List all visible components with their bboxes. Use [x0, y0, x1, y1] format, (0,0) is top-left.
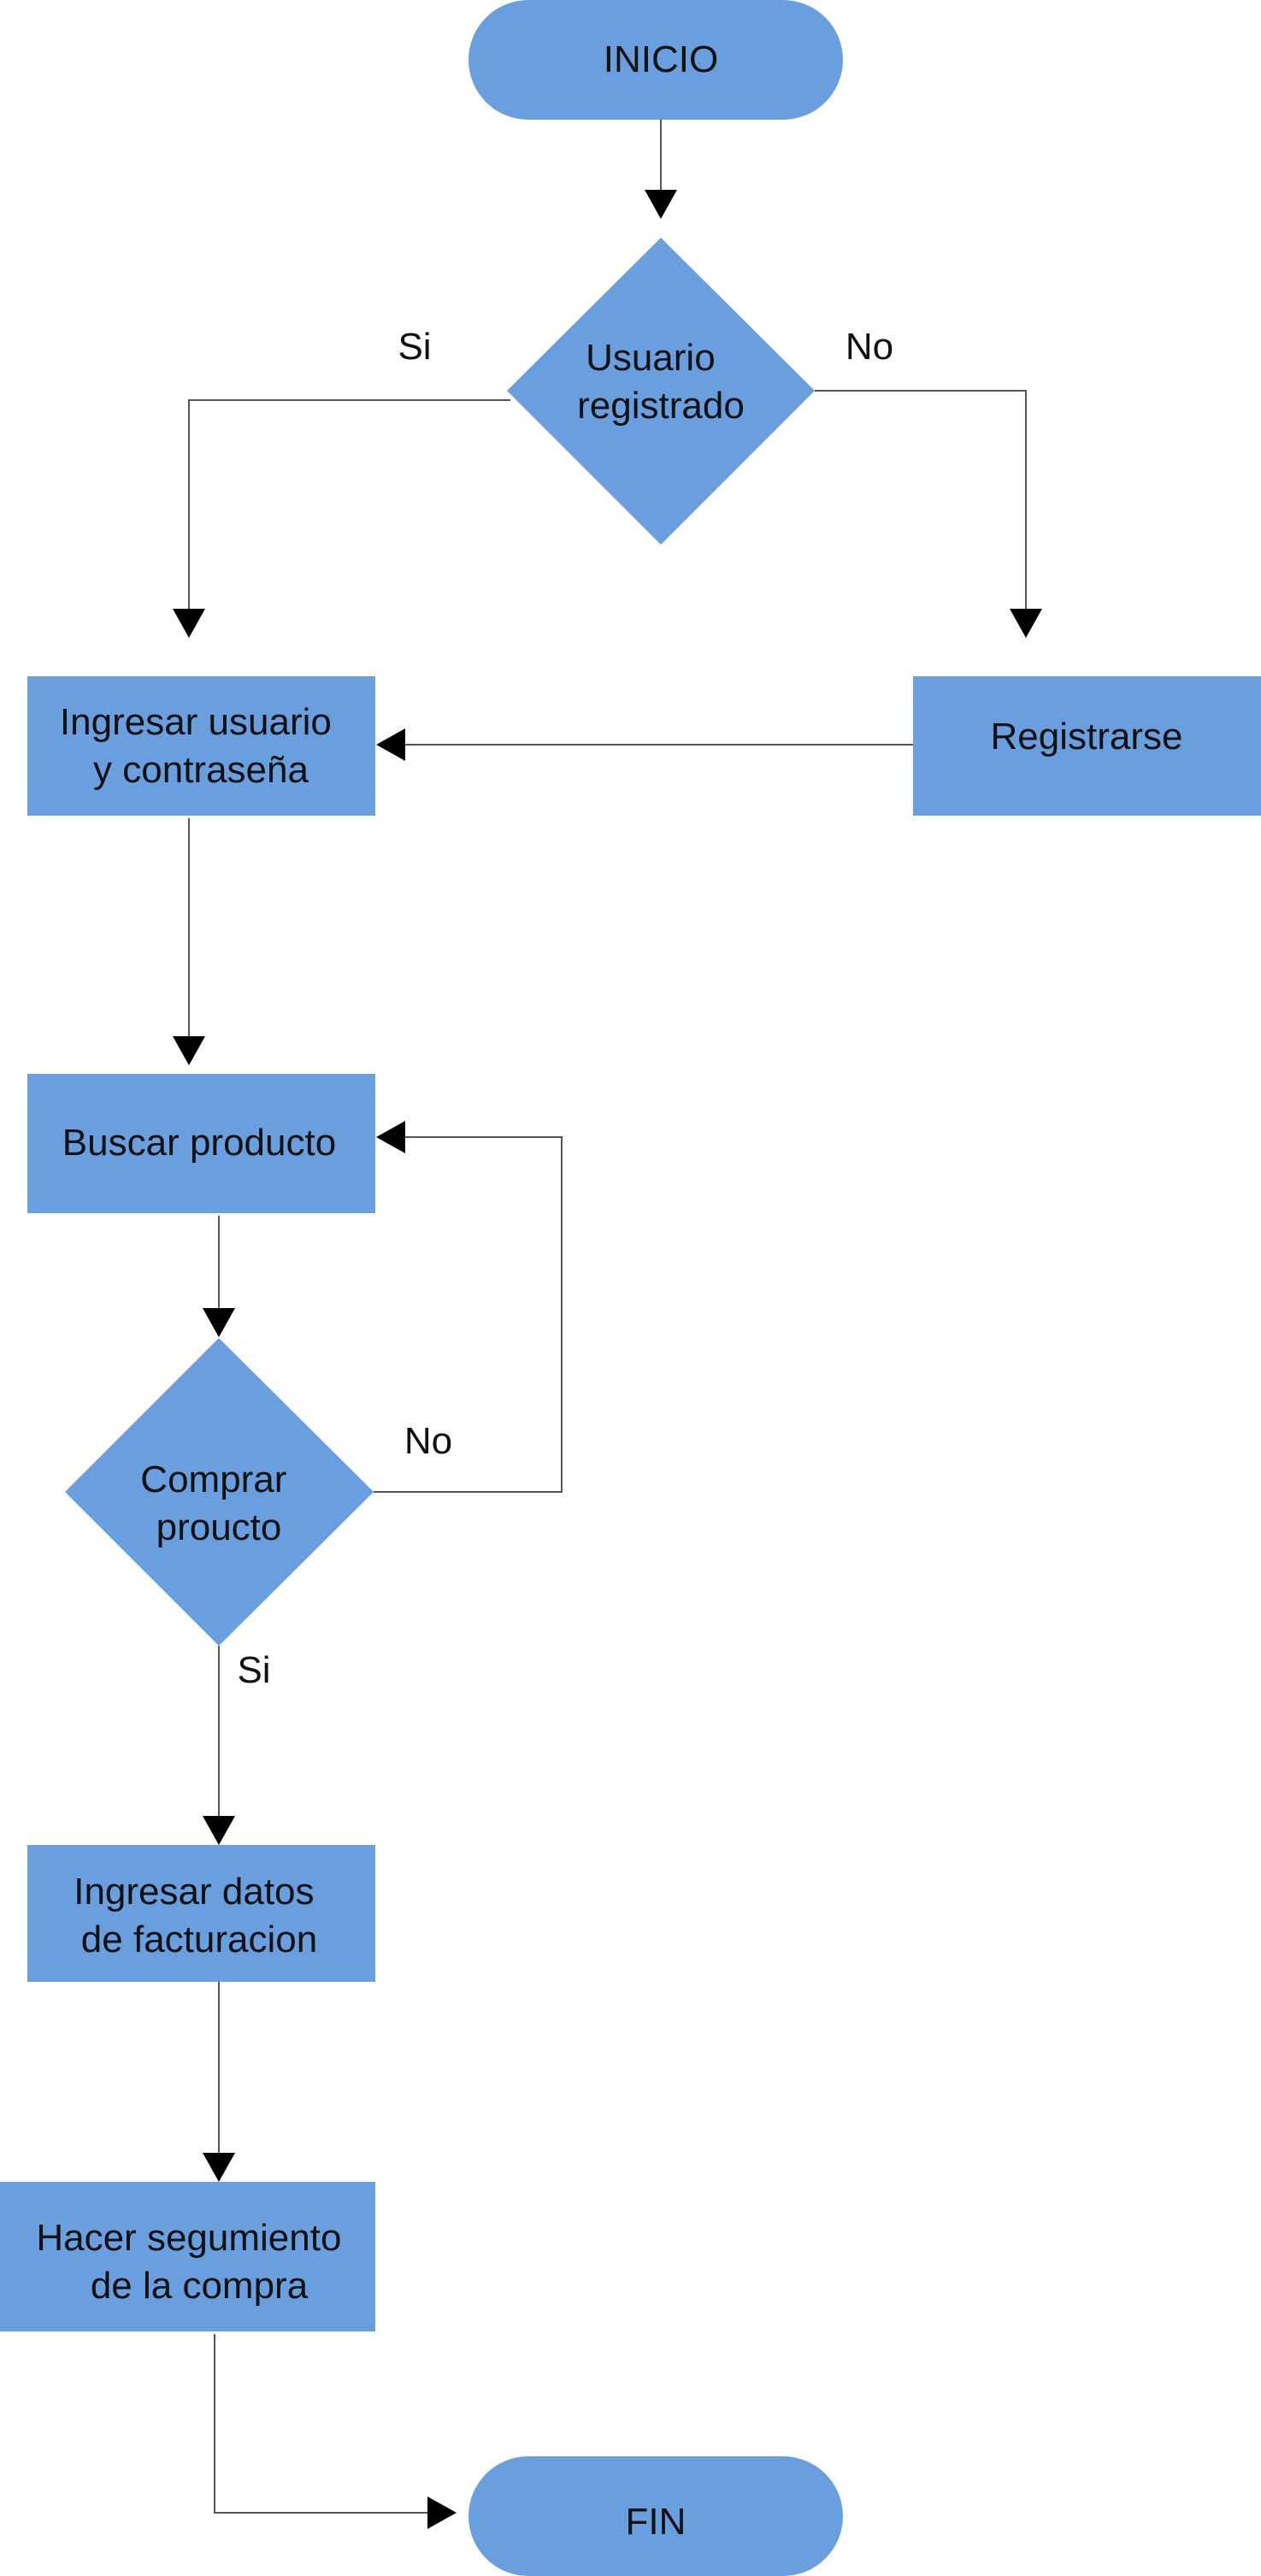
edge-registrado-si	[188, 399, 510, 609]
svg-text:Ingresar usuario y con: Ingresar usuario y contraseña	[60, 701, 342, 791]
node-ingresar-usuario: Ingresar usuario y contraseña	[27, 676, 375, 816]
svg-text:Hacer segumiento de la: Hacer segumiento de la compra	[36, 2217, 351, 2307]
edge-label-registrado-no: No	[846, 326, 893, 368]
node-label: y contraseña	[93, 749, 309, 791]
node-label: FIN	[626, 2501, 686, 2543]
decision-usuario-registrado: Usuario registrado	[507, 238, 815, 545]
arrowhead-icon	[1010, 609, 1042, 638]
edge-comprar-no-loop	[374, 1136, 563, 1493]
node-label: Comprar	[140, 1459, 286, 1500]
svg-text:Buscar producto: Buscar producto	[62, 1122, 336, 1164]
node-buscar-producto: Buscar producto	[27, 1074, 375, 1213]
edge-labels: Si No No Si	[237, 326, 893, 1691]
node-label: de la compra	[91, 2265, 309, 2307]
node-label: Registrarse	[991, 716, 1183, 757]
node-label: Buscar producto	[62, 1122, 336, 1164]
arrowhead-icon	[427, 2496, 457, 2529]
node-label: INICIO	[604, 38, 718, 80]
arrowhead-icon	[376, 728, 405, 761]
node-label: Usuario	[586, 337, 716, 379]
node-inicio: INICIO	[468, 0, 843, 120]
node-label: Ingresar usuario	[60, 701, 332, 743]
node-label: de facturacion	[81, 1919, 317, 1960]
svg-text:Usuario registrado: Usuario registrado	[577, 337, 745, 427]
node-label: Ingresar datos	[74, 1871, 314, 1913]
svg-text:FIN: FIN	[626, 2501, 686, 2543]
arrowhead-icon	[376, 1121, 405, 1153]
edge-label-comprar-no: No	[404, 1420, 452, 1462]
svg-text:Comprar proucto: Comprar proucto	[140, 1459, 297, 1548]
node-label: Hacer segumiento	[36, 2217, 341, 2259]
arrowhead-icon	[203, 2153, 235, 2182]
edge-seguimiento-to-fin	[214, 2334, 427, 2514]
edge-label-comprar-si: Si	[237, 1649, 270, 1691]
node-hacer-seguimiento: Hacer segumiento de la compra	[0, 2182, 375, 2331]
node-ingresar-datos: Ingresar datos de facturacion	[27, 1845, 375, 1982]
edge-registrado-no	[815, 390, 1027, 609]
node-label: proucto	[156, 1506, 282, 1548]
connectors	[173, 120, 1042, 2529]
edge-label-registrado-si: Si	[398, 326, 431, 368]
arrowhead-icon	[173, 1036, 205, 1065]
arrowhead-icon	[203, 1308, 235, 1337]
svg-text:Registrarse: Registrarse	[991, 716, 1183, 757]
svg-text:Ingresar datos de fact: Ingresar datos de facturacion	[74, 1871, 325, 1960]
arrowhead-icon	[173, 609, 205, 638]
node-registrarse: Registrarse	[913, 676, 1261, 816]
decision-comprar-producto: Comprar proucto	[65, 1338, 374, 1646]
node-fin: FIN	[468, 2456, 843, 2576]
arrowhead-icon	[645, 190, 677, 219]
arrowhead-icon	[203, 1816, 235, 1845]
svg-text:INICIO: INICIO	[604, 38, 718, 80]
node-label: registrado	[577, 385, 745, 427]
